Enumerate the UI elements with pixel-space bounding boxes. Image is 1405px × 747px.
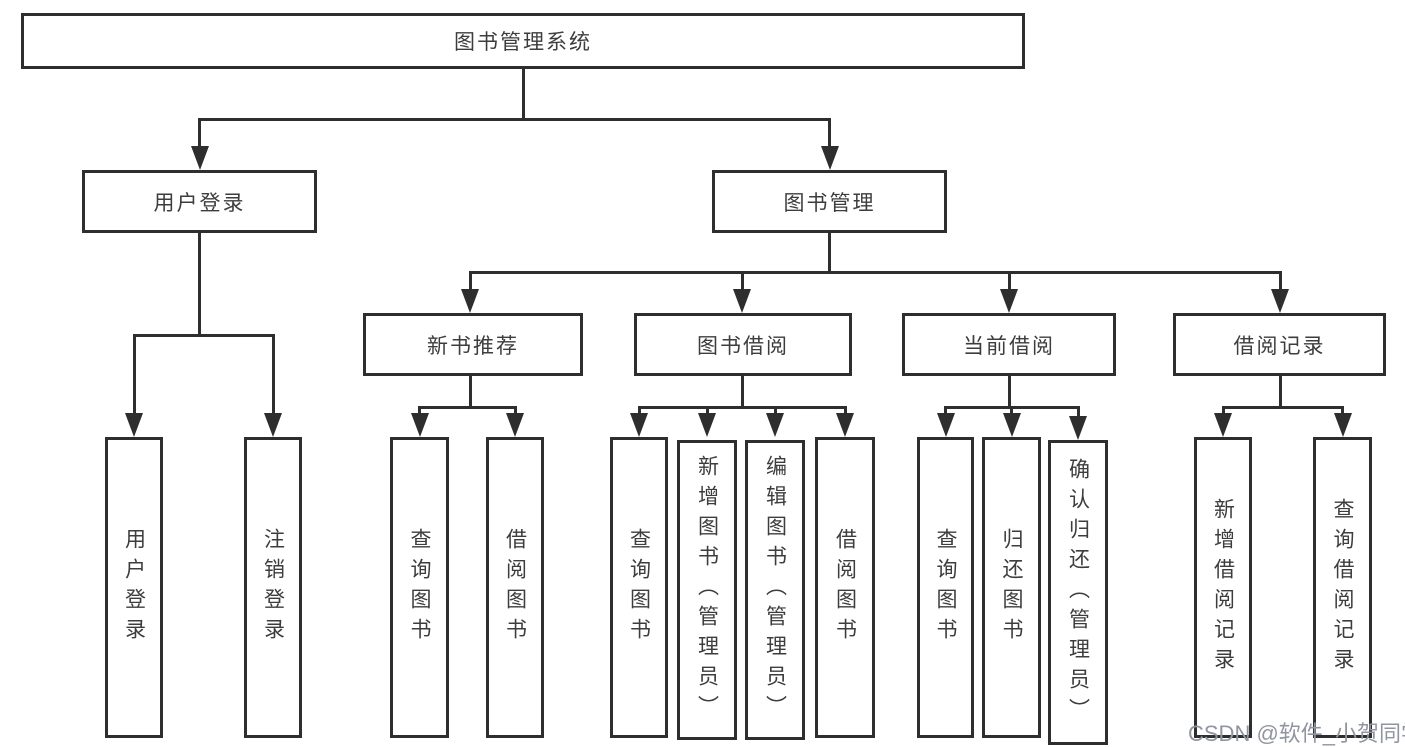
connector-stub-current-borrow (1008, 271, 1011, 293)
arrow-borrow-records (1271, 289, 1289, 313)
leaf-cb-confirm-return-admin: 确认归还（管理员） (1048, 440, 1108, 745)
leaf-logout: 注销登录 (244, 437, 302, 738)
arrow-br-add (1214, 413, 1232, 437)
connector-stub-cb-query (944, 406, 947, 416)
connector-stub-bb-edit (774, 406, 777, 416)
leaf-cb-return-books-label: 归还图书 (1000, 527, 1023, 648)
arrow-cb-confirm (1069, 416, 1087, 440)
leaf-bb-borrow-books: 借阅图书 (815, 437, 875, 738)
arrow-br-query (1334, 413, 1352, 437)
arrow-book-borrow (733, 289, 751, 313)
leaf-cb-query-books: 查询图书 (917, 437, 974, 738)
connector-book-borrow-hline (638, 406, 847, 409)
leaf-bb-edit-book-admin: 编辑图书（管理员） (745, 440, 805, 740)
connector-stub-bb-borrow (844, 406, 847, 416)
leaf-nb-borrow-books-label: 借阅图书 (503, 527, 527, 648)
connector-stub-cb-confirm (1077, 406, 1080, 418)
arrow-leaf-logout (264, 413, 282, 437)
leaf-user-login: 用户登录 (105, 437, 163, 738)
connector-stub-leaf-login (133, 334, 136, 416)
arrow-cb-query (937, 413, 955, 437)
node-book-management: 图书管理 (712, 170, 947, 233)
node-new-book-recommendation-label: 新书推荐 (427, 334, 519, 358)
connector-stub-bb-query (638, 406, 641, 416)
connector-stub-book-mgmt (828, 118, 831, 150)
connector-book-mgmt-hline (469, 271, 1282, 274)
csdn-watermark: CSDN @软件_小贺同学 (1188, 721, 1405, 746)
leaf-nb-query-books-label: 查询图书 (408, 527, 431, 648)
leaf-bb-query-books-label: 查询图书 (627, 527, 651, 648)
leaf-logout-label: 注销登录 (261, 527, 285, 648)
arrow-current-borrow (1000, 289, 1018, 313)
leaf-cb-return-books: 归还图书 (982, 437, 1041, 738)
connector-stub-nb-query (418, 406, 421, 416)
node-book-management-label: 图书管理 (783, 191, 876, 215)
connector-new-book-hline (418, 406, 517, 409)
connector-stub-nb-borrow (514, 406, 517, 416)
arrow-cb-return (1003, 413, 1021, 437)
leaf-br-query-record-label: 查询借阅记录 (1331, 497, 1354, 678)
connector-stub-user-login (198, 118, 201, 150)
connector-stub-new-book (469, 271, 472, 293)
leaf-br-add-record: 新增借阅记录 (1194, 437, 1252, 738)
connector-root-down (522, 68, 525, 121)
node-current-borrowing: 当前借阅 (902, 313, 1116, 376)
arrow-user-login (191, 146, 209, 170)
connector-root-hline (198, 118, 831, 121)
node-user-login: 用户登录 (82, 170, 317, 233)
node-user-login-label: 用户登录 (153, 191, 246, 215)
connector-borrow-records-hline (1222, 406, 1344, 409)
node-book-borrowing-label: 图书借阅 (697, 334, 789, 358)
arrow-bb-borrow (836, 413, 854, 437)
node-new-book-recommendation: 新书推荐 (363, 313, 583, 376)
connector-user-login-hline (133, 334, 275, 337)
node-borrowing-records: 借阅记录 (1173, 313, 1386, 376)
connector-stub-br-query (1341, 406, 1344, 416)
connector-stub-br-add (1222, 406, 1225, 416)
arrow-new-book (461, 289, 479, 313)
leaf-nb-query-books: 查询图书 (390, 437, 449, 738)
connector-borrow-records-down (1279, 376, 1282, 409)
leaf-br-add-record-label: 新增借阅记录 (1211, 497, 1235, 678)
leaf-bb-add-book-admin: 新增图书（管理员） (677, 440, 737, 740)
leaf-bb-edit-book-admin-label: 编辑图书（管理员） (763, 455, 787, 725)
arrow-bb-edit (766, 413, 784, 437)
connector-stub-book-borrow (741, 271, 744, 293)
arrow-nb-query (411, 413, 429, 437)
arrow-leaf-login (125, 413, 143, 437)
leaf-cb-confirm-return-admin-label: 确认归还（管理员） (1066, 457, 1090, 728)
connector-user-login-down (198, 233, 201, 337)
connector-stub-borrow-records (1279, 271, 1282, 293)
node-book-borrowing: 图书借阅 (634, 313, 852, 376)
node-library-system: 图书管理系统 (21, 13, 1025, 69)
connector-stub-cb-return (1010, 406, 1013, 416)
node-current-borrowing-label: 当前借阅 (963, 334, 1055, 358)
leaf-bb-add-book-admin-label: 新增图书（管理员） (695, 455, 719, 725)
connector-stub-leaf-logout (272, 334, 275, 416)
arrow-bb-query (630, 413, 648, 437)
node-borrowing-records-label: 借阅记录 (1233, 334, 1326, 358)
arrow-book-mgmt (821, 146, 839, 170)
leaf-user-login-label: 用户登录 (122, 527, 146, 648)
leaf-cb-query-books-label: 查询图书 (934, 527, 957, 648)
leaf-bb-borrow-books-label: 借阅图书 (833, 527, 857, 648)
leaf-bb-query-books: 查询图书 (610, 437, 668, 738)
connector-book-mgmt-down (828, 233, 831, 274)
leaf-br-query-record: 查询借阅记录 (1313, 437, 1372, 738)
connector-book-borrow-down (741, 376, 744, 409)
connector-stub-bb-add (706, 406, 709, 416)
arrow-bb-add (698, 413, 716, 437)
node-library-system-label: 图书管理系统 (454, 31, 592, 54)
leaf-nb-borrow-books: 借阅图书 (486, 437, 544, 738)
connector-current-borrow-down (1008, 376, 1011, 409)
arrow-nb-borrow (506, 413, 524, 437)
connector-new-book-down (469, 376, 472, 409)
